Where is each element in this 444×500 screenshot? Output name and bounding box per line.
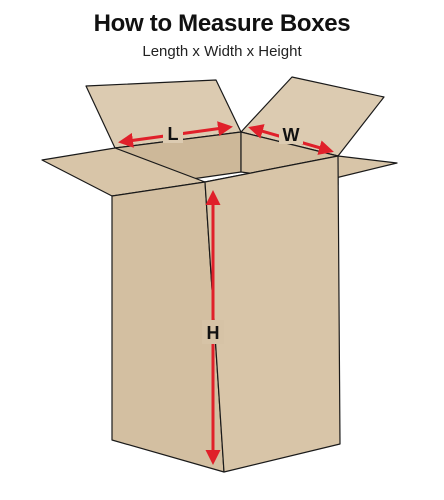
height-label: H [207, 323, 220, 343]
length-label: L [168, 124, 179, 144]
page-title: How to Measure Boxes [93, 10, 351, 37]
box-front-face [204, 155, 341, 473]
width-label: W [283, 125, 300, 145]
length-label-bg [163, 123, 183, 143]
width-label-bg [279, 124, 303, 144]
height-label-bg [202, 320, 224, 344]
page-subtitle: Length x Width x Height [142, 43, 302, 60]
